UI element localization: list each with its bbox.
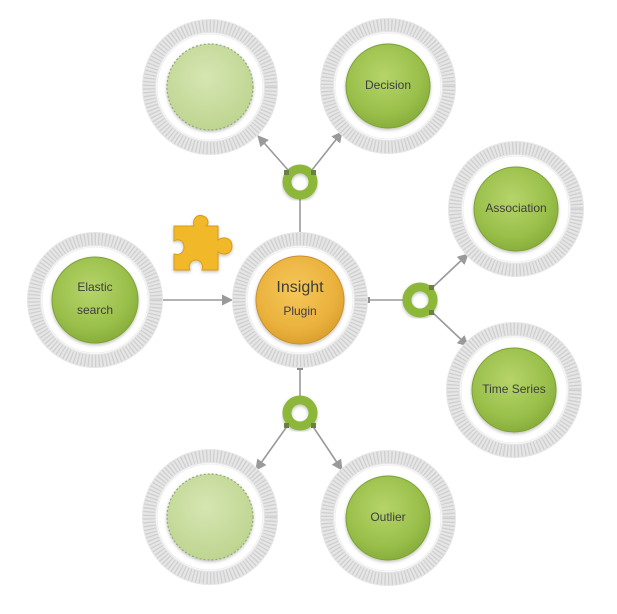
node-association-disc — [473, 166, 559, 252]
edge-right-hub-to-association — [431, 253, 469, 289]
hub-right[interactable] — [402, 282, 438, 318]
ring-outlier-hatch — [321, 451, 455, 585]
node-elastic-search[interactable]: Elastic search — [51, 256, 139, 344]
hub-ring-icon — [282, 395, 318, 431]
hub-right-notch-top — [429, 285, 434, 290]
node-elastic-search-disc — [51, 256, 139, 344]
node-time-series[interactable]: Time Series — [471, 347, 557, 433]
ring-elastic-search-hatch — [28, 233, 162, 367]
hub-top-notch-left — [284, 170, 289, 175]
node-association-label: Association — [485, 201, 546, 215]
hub-bottom-notch-left — [284, 423, 289, 428]
node-empty-top-left-disc — [166, 43, 254, 131]
puzzle-piece-icon — [173, 215, 233, 271]
node-decision[interactable]: Decision — [345, 43, 431, 129]
node-empty-bottom-left[interactable] — [166, 473, 254, 561]
node-outlier[interactable]: Outlier — [345, 475, 431, 561]
node-insight-plugin-disc — [255, 255, 345, 345]
ring-empty-bottom-left-hatch — [143, 450, 277, 584]
ring-insight-plugin-hatch — [233, 233, 367, 367]
edge-top-hub-to-empty — [257, 135, 289, 171]
hub-ring-icon — [402, 282, 438, 318]
hub-bottom-notch-right — [311, 423, 316, 428]
node-time-series-disc — [471, 347, 557, 433]
ring-time-series-hatch — [447, 323, 581, 457]
edge-top-hub-to-decision — [311, 131, 343, 171]
connectors — [158, 131, 469, 471]
hub-ring-icon — [282, 164, 318, 200]
edge-right-hub-to-time-series — [431, 311, 469, 347]
hub-bottom[interactable] — [282, 395, 318, 431]
node-empty-bottom-left-disc — [166, 473, 254, 561]
node-decision-label: Decision — [365, 78, 411, 92]
hub-right-notch-bottom — [429, 310, 434, 315]
node-outlier-label: Outlier — [370, 510, 405, 524]
node-elastic-search-line2: search — [77, 303, 113, 317]
edge-bottom-hub-to-outlier — [311, 424, 343, 471]
hub-top[interactable] — [282, 164, 318, 200]
ring-association-hatch — [449, 142, 583, 276]
node-outlier-disc — [345, 475, 431, 561]
node-association[interactable]: Association — [473, 166, 559, 252]
node-decision-disc — [345, 43, 431, 129]
node-elastic-search-line1: Elastic — [77, 280, 112, 294]
node-insight-plugin-subtitle: Plugin — [283, 304, 316, 318]
node-time-series-label: Time Series — [482, 382, 546, 396]
ring-decision-hatch — [321, 19, 455, 153]
node-insight-plugin-title: Insight — [276, 279, 324, 296]
node-empty-top-left[interactable] — [166, 43, 254, 131]
hub-top-notch-right — [311, 170, 316, 175]
ring-empty-top-left-hatch — [143, 20, 277, 154]
edge-bottom-hub-to-empty — [255, 424, 289, 471]
node-insight-plugin[interactable]: Insight Plugin — [255, 255, 345, 345]
